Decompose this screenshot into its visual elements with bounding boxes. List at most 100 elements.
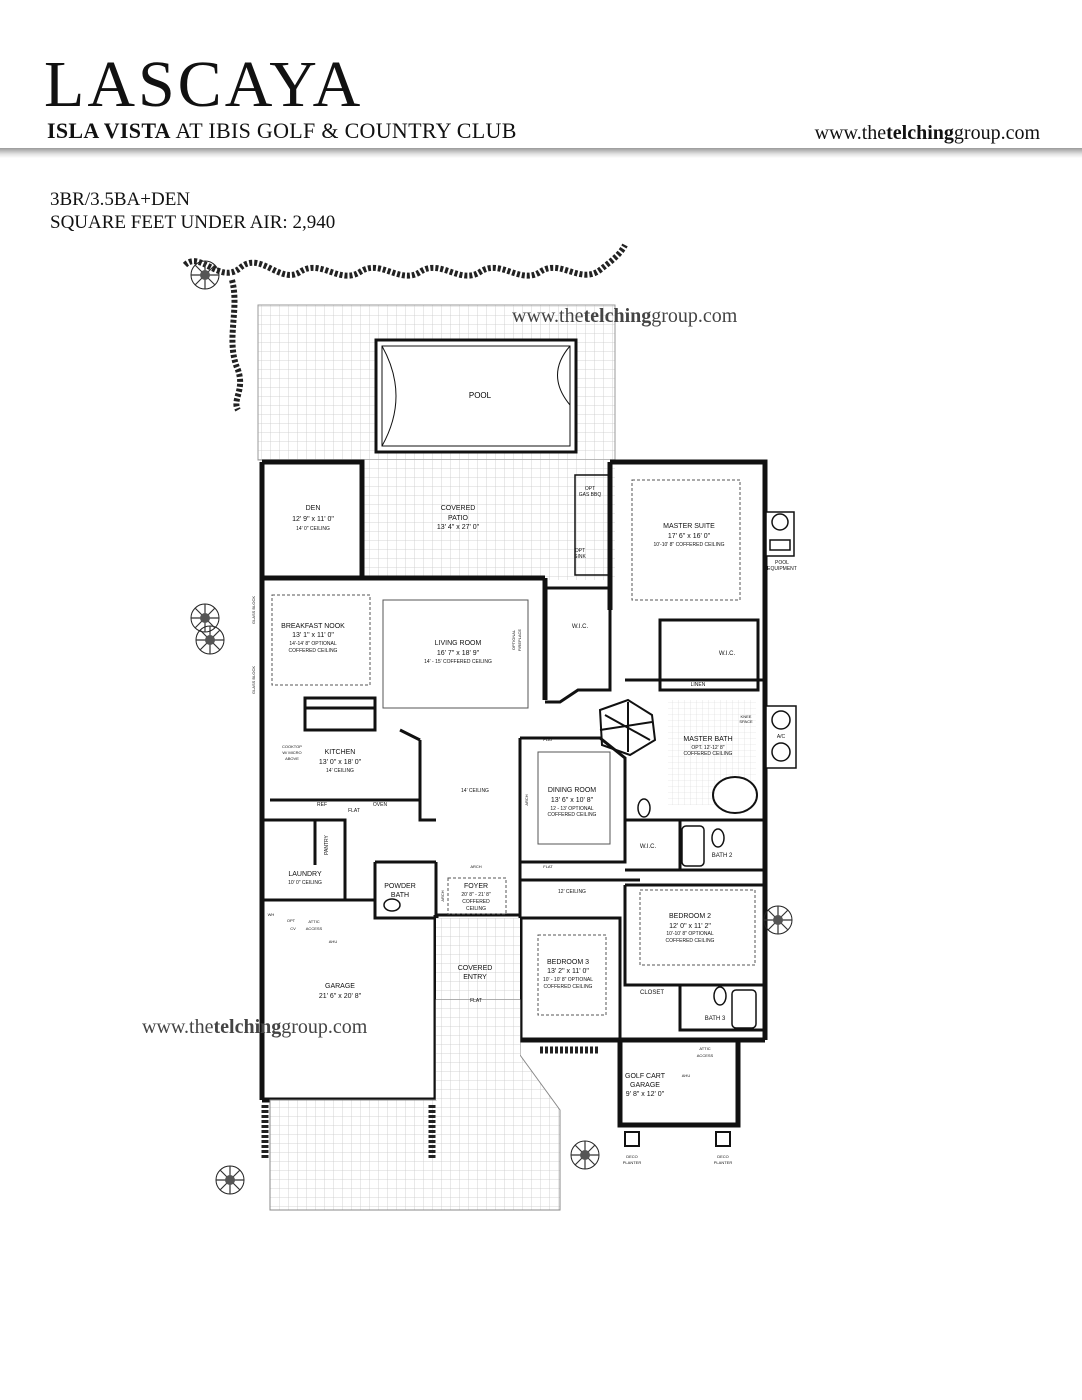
patio-name: COVERED xyxy=(441,505,476,512)
shrub-bottom-left xyxy=(215,1165,245,1195)
planter-right-label-2: PLANTER xyxy=(714,1160,733,1165)
ac-label: A/C xyxy=(777,734,786,740)
laundry-name: LAUNDRY xyxy=(288,871,322,878)
wic-master2-label: W.I.C. xyxy=(719,651,736,657)
covered-entry-name: COVERED xyxy=(458,965,493,972)
powder-name: POWDER xyxy=(384,883,416,890)
golf-cart-name: GOLF CART xyxy=(625,1073,666,1080)
arch-label-dining: ARCH xyxy=(524,794,529,805)
attic-golf-label: ATTIC xyxy=(699,1046,710,1051)
garage-name: GARAGE xyxy=(325,983,355,990)
bed2-size: 12' 0" x 11' 2" xyxy=(669,923,711,930)
master-suite-name: MASTER SUITE xyxy=(663,523,715,530)
closet-label: CLOSET xyxy=(640,990,664,996)
bed2-ceiling-2: COFFERED CEILING xyxy=(666,938,715,944)
covered-entry xyxy=(436,918,520,1000)
cooktop-label-2: W/ MICRO xyxy=(282,750,301,755)
master-bath-ceiling-2: COFFERED CEILING xyxy=(684,751,733,757)
covered-patio xyxy=(362,460,575,580)
kitchen-size: 13' 0" x 18' 0" xyxy=(319,759,362,766)
attic-label-2: ACCESS xyxy=(306,926,323,931)
shrub-right xyxy=(763,905,793,935)
den-ceiling: 14' 0" CEILING xyxy=(296,526,330,532)
patio-size: 13' 4" x 27' 0" xyxy=(437,524,480,531)
planter-left-label-2: PLANTER xyxy=(623,1160,642,1165)
den-name: DEN xyxy=(306,505,321,512)
shrub-bottom-mid xyxy=(570,1140,600,1170)
glass-block-lower: GLASS BLOCK xyxy=(251,666,256,694)
arch-label-foyer: ARCH xyxy=(470,864,481,869)
foyer-ceiling: COFFERED xyxy=(462,899,490,905)
arch-label-kitchen: ARCH xyxy=(440,890,445,901)
bbq-label-2: GAS BBQ xyxy=(579,492,602,498)
pool-label: POOL xyxy=(469,391,492,400)
master-bath-name: MASTER BATH xyxy=(683,736,732,743)
sink-label-2: SINK xyxy=(574,554,586,560)
flat-label-den: FLAT xyxy=(308,574,318,579)
watermark-top: www.thetelchinggroup.com xyxy=(512,305,738,327)
pool-equip-label-2: EQUIPMENT xyxy=(767,566,797,572)
golf-cart-size: 9' 8" x 12' 0" xyxy=(626,1091,665,1098)
hedge-top xyxy=(182,243,628,279)
flat-label-dining: FLAT xyxy=(543,737,553,742)
ceiling-14-label: 14' CEILING xyxy=(461,788,489,794)
attic-label: ATTIC xyxy=(308,919,319,924)
nook-ceiling: 14'-14' 8" OPTIONAL xyxy=(289,641,337,647)
wh-label: WH xyxy=(268,912,275,917)
living-ceiling: 14' - 15' COFFERED CEILING xyxy=(424,659,492,665)
website-pre: www.the xyxy=(814,122,887,144)
cooktop-label: COOKTOP xyxy=(282,744,302,749)
flat-label-entry: FLAT xyxy=(470,998,482,1004)
fireplace-label-2: FIREPLACE xyxy=(517,629,522,652)
square-footage: SQUARE FEET UNDER AIR: 2,940 xyxy=(50,212,336,233)
bed2-ceiling: 10'-10' 8" OPTIONAL xyxy=(666,931,714,937)
bed3-size: 13' 2" x 11' 0" xyxy=(547,968,589,975)
master-suite-size: 17' 6" x 16' 0" xyxy=(668,533,711,540)
home-specs: 3BR/3.5BA+DEN SQUARE FEET UNDER AIR: 2,9… xyxy=(50,188,335,234)
foyer-name: FOYER xyxy=(464,883,488,890)
ref-label: REF xyxy=(317,802,327,808)
living-size: 16' 7" x 18' 9" xyxy=(437,650,480,657)
fireplace-label: OPTIONAL xyxy=(511,629,516,650)
community-subtitle: ISLA VISTA AT IBIS GOLF & COUNTRY CLUB xyxy=(47,118,517,144)
pool-equip-label: POOL xyxy=(775,560,789,566)
bbq-label: OPT xyxy=(585,486,595,492)
pool xyxy=(374,338,578,454)
knee-label: KNEE xyxy=(741,714,752,719)
website-link[interactable]: www.thetelchinggroup.com xyxy=(815,122,1040,145)
bed3-ceiling-2: COFFERED CEILING xyxy=(544,984,593,990)
watermark-bottom: www.thetelchinggroup.com xyxy=(142,1016,368,1038)
bath2-label: BATH 2 xyxy=(712,853,733,859)
website-post: group.com xyxy=(953,122,1040,144)
bed3-name: BEDROOM 3 xyxy=(547,959,589,966)
dining-name: DINING ROOM xyxy=(548,787,596,794)
golf-cart-name-2: GARAGE xyxy=(630,1082,660,1089)
oven-label: OVEN xyxy=(373,802,388,808)
master-suite-ceiling: 10'-10' 8" COFFERED CEILING xyxy=(654,542,725,548)
attic-golf-label-2: ACCESS xyxy=(697,1053,714,1058)
ahu-label: AHU xyxy=(329,939,338,944)
opt-cv-label-2: CV xyxy=(290,926,296,931)
tree-top-left xyxy=(190,260,220,290)
subtitle-bold: ISLA VISTA xyxy=(47,118,171,143)
foyer-ceiling-2: CEILING xyxy=(466,906,486,912)
knee-label-2: SPACE xyxy=(739,719,753,724)
wic-bed2-label: W.I.C. xyxy=(640,844,657,850)
glass-block-upper: GLASS BLOCK xyxy=(251,596,256,624)
pantry-label: PANTRY xyxy=(324,834,330,854)
shrub-left-2 xyxy=(190,603,220,633)
header-divider xyxy=(0,148,1082,158)
kitchen-name: KITCHEN xyxy=(325,749,356,756)
powder-name-2: BATH xyxy=(391,892,409,899)
bed-bath-count: 3BR/3.5BA+DEN xyxy=(50,189,191,210)
page-title: LASCAYA xyxy=(44,48,364,121)
covered-entry-name-2: ENTRY xyxy=(463,974,487,981)
ahu-golf-label: AHU xyxy=(682,1073,691,1078)
patio-name-2: PATIO xyxy=(448,515,469,522)
flat-label-kitchen: FLAT xyxy=(348,808,360,814)
planter-right-label: DECO xyxy=(717,1154,729,1159)
dining-ceiling-2: COFFERED CEILING xyxy=(548,812,597,818)
laundry-ceiling: 10' 0" CEILING xyxy=(288,880,322,886)
kitchen-ceiling: 14' CEILING xyxy=(326,768,354,774)
